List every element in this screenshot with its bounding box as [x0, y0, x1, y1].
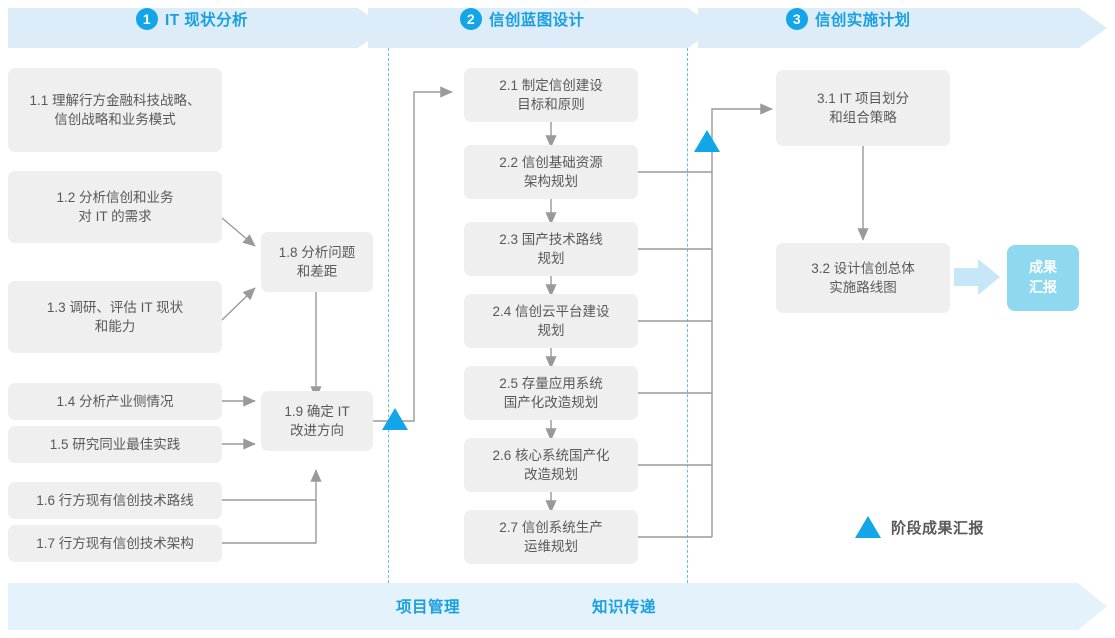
milestone-triangle-phase1: [382, 408, 408, 430]
wire-1.2-to-1.8: [221, 217, 256, 247]
phase-label-1: 1 IT 现状分析: [136, 8, 248, 30]
phase-label-3: 3 信创实施计划: [786, 8, 910, 30]
wire-1.3-to-1.8: [221, 287, 256, 321]
node-2-7[interactable]: 2.7 信创系统生产 运维规划: [464, 510, 638, 564]
phase-number-2: 2: [460, 8, 482, 30]
node-1-8[interactable]: 1.8 分析问题 和差距: [261, 232, 373, 292]
node-1-9[interactable]: 1.9 确定 IT 改进方向: [261, 391, 373, 451]
phase-title-1: IT 现状分析: [165, 12, 248, 29]
milestone-triangle-phase2: [694, 130, 720, 152]
footer-band: [8, 583, 1107, 630]
node-1-7[interactable]: 1.7 行方现有信创技术架构: [8, 525, 222, 562]
phase-divider-2: [687, 48, 688, 588]
legend-milestone-label: 阶段成果汇报: [891, 519, 985, 537]
phase-label-2: 2 信创蓝图设计: [460, 8, 584, 30]
node-2-3[interactable]: 2.3 国产技术路线 规划: [464, 222, 638, 276]
phase-title-3: 信创实施计划: [815, 12, 911, 29]
node-3-2[interactable]: 3.2 设计信创总体 实施路线图: [776, 243, 950, 313]
phase-divider-1: [388, 48, 389, 588]
node-2-6[interactable]: 2.6 核心系统国产化 改造规划: [464, 438, 638, 492]
wire-1.9-to-2.1: [373, 86, 453, 422]
phase-title-2: 信创蓝图设计: [489, 12, 585, 29]
wire-3.2-to-result: [954, 259, 1000, 295]
node-1-2[interactable]: 1.2 分析信创和业务 对 IT 的需求: [8, 171, 222, 243]
node-1-5[interactable]: 1.5 研究同业最佳实践: [8, 426, 222, 463]
footer-label-knowledge-transfer: 知识传递: [592, 599, 657, 616]
node-2-5[interactable]: 2.5 存量应用系统 国产化改造规划: [464, 366, 638, 420]
node-1-6[interactable]: 1.6 行方现有信创技术路线: [8, 482, 222, 519]
node-1-4[interactable]: 1.4 分析产业侧情况: [8, 383, 222, 420]
node-3-1[interactable]: 3.1 IT 项目划分 和组合策略: [776, 70, 950, 146]
node-2-1[interactable]: 2.1 制定信创建设 目标和原则: [464, 68, 638, 122]
legend-milestone: 阶段成果汇报: [855, 516, 984, 538]
wire-1.7-to-bus: [222, 500, 317, 544]
phase-number-1: 1: [136, 8, 158, 30]
node-1-1[interactable]: 1.1 理解行方金融科技战略、 信创战略和业务模式: [8, 68, 222, 152]
node-result-report[interactable]: 成果 汇报: [1007, 245, 1079, 311]
wire-bus-to-3.1: [711, 103, 773, 172]
wire-1.6-to-1.9: [222, 469, 322, 501]
footer-band-shape: [8, 583, 1107, 630]
node-2-4[interactable]: 2.4 信创云平台建设 规划: [464, 294, 638, 348]
node-1-3[interactable]: 1.3 调研、评估 IT 现状 和能力: [8, 281, 222, 353]
phase-number-3: 3: [786, 8, 808, 30]
node-2-2[interactable]: 2.2 信创基础资源 架构规划: [464, 145, 638, 199]
footer-label-project-management: 项目管理: [396, 599, 461, 616]
milestone-triangle-icon: [855, 516, 881, 538]
